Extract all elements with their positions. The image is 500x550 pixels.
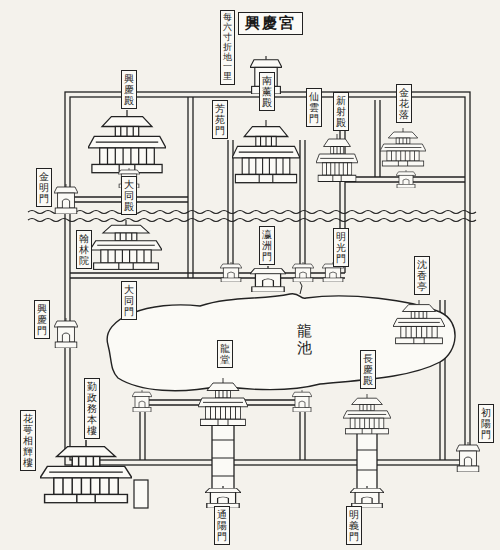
name-plate: 明義門 bbox=[346, 506, 362, 545]
place-name: 大同門 bbox=[124, 284, 134, 317]
place-name: 瀛洲門 bbox=[262, 229, 272, 262]
name-plate: 大同殿 bbox=[121, 176, 137, 215]
name-plate: 通陽門 bbox=[214, 506, 230, 545]
place-name: 金明門 bbox=[39, 171, 49, 204]
water-channel bbox=[28, 219, 476, 222]
name-plate: 瀛洲門 bbox=[259, 226, 275, 265]
place-name: 通陽門 bbox=[217, 509, 227, 542]
name-plate: 長慶殿 bbox=[360, 350, 376, 389]
name-plate: 勤政務本樓 bbox=[84, 378, 100, 439]
place-name: 沈香亭 bbox=[417, 259, 427, 292]
place-name: 明義門 bbox=[349, 509, 359, 542]
place-name: 勤政務本樓 bbox=[87, 381, 97, 436]
place-name: 南薰殿 bbox=[262, 75, 272, 108]
place-name: 每六寸折地一里 bbox=[223, 13, 232, 82]
name-plate: 芳苑門 bbox=[212, 100, 228, 139]
place-name: 興慶殿 bbox=[124, 73, 134, 106]
place-name: 初陽門 bbox=[481, 407, 491, 440]
place-name: 仙雲門 bbox=[309, 91, 319, 124]
place-name: 翰林院 bbox=[79, 233, 89, 266]
place-name: 新射殿 bbox=[336, 95, 346, 128]
pool-name: 龍池 bbox=[297, 323, 312, 356]
name-plate: 興慶門 bbox=[34, 300, 50, 339]
place-name: 興慶門 bbox=[37, 303, 47, 336]
place-name: 芳苑門 bbox=[215, 103, 225, 136]
place-name: 龍堂 bbox=[220, 343, 230, 365]
name-plate: 金花落 bbox=[396, 84, 412, 123]
place-name: 金花落 bbox=[399, 87, 409, 120]
name-plate: 仙雲門 bbox=[306, 88, 322, 127]
label-holder: 龍池 bbox=[296, 322, 313, 357]
place-name: 明光門 bbox=[336, 231, 346, 264]
place-name: 大同殿 bbox=[124, 179, 134, 212]
title: 興慶宮 bbox=[245, 14, 296, 33]
water-channel bbox=[28, 211, 476, 214]
name-plate: 每六寸折地一里 bbox=[220, 10, 235, 85]
name-plate: 龍堂 bbox=[217, 340, 233, 368]
name-plate: 新射殿 bbox=[333, 92, 349, 131]
name-plate: 興慶殿 bbox=[121, 70, 137, 109]
name-plate: 金明門 bbox=[36, 168, 52, 207]
name-plate: 初陽門 bbox=[478, 404, 494, 443]
place-name: 花萼相輝樓 bbox=[23, 413, 33, 468]
name-plate: 大同門 bbox=[121, 281, 137, 320]
name-plate: 花萼相輝樓 bbox=[20, 410, 36, 471]
name-plate: 沈香亭 bbox=[414, 256, 430, 295]
name-plate: 明光門 bbox=[333, 228, 349, 267]
name-plate: 南薰殿 bbox=[259, 72, 275, 111]
place-name: 長慶殿 bbox=[363, 353, 373, 386]
name-plate: 翰林院 bbox=[76, 230, 92, 269]
title-box: 興慶宮 bbox=[238, 12, 303, 35]
